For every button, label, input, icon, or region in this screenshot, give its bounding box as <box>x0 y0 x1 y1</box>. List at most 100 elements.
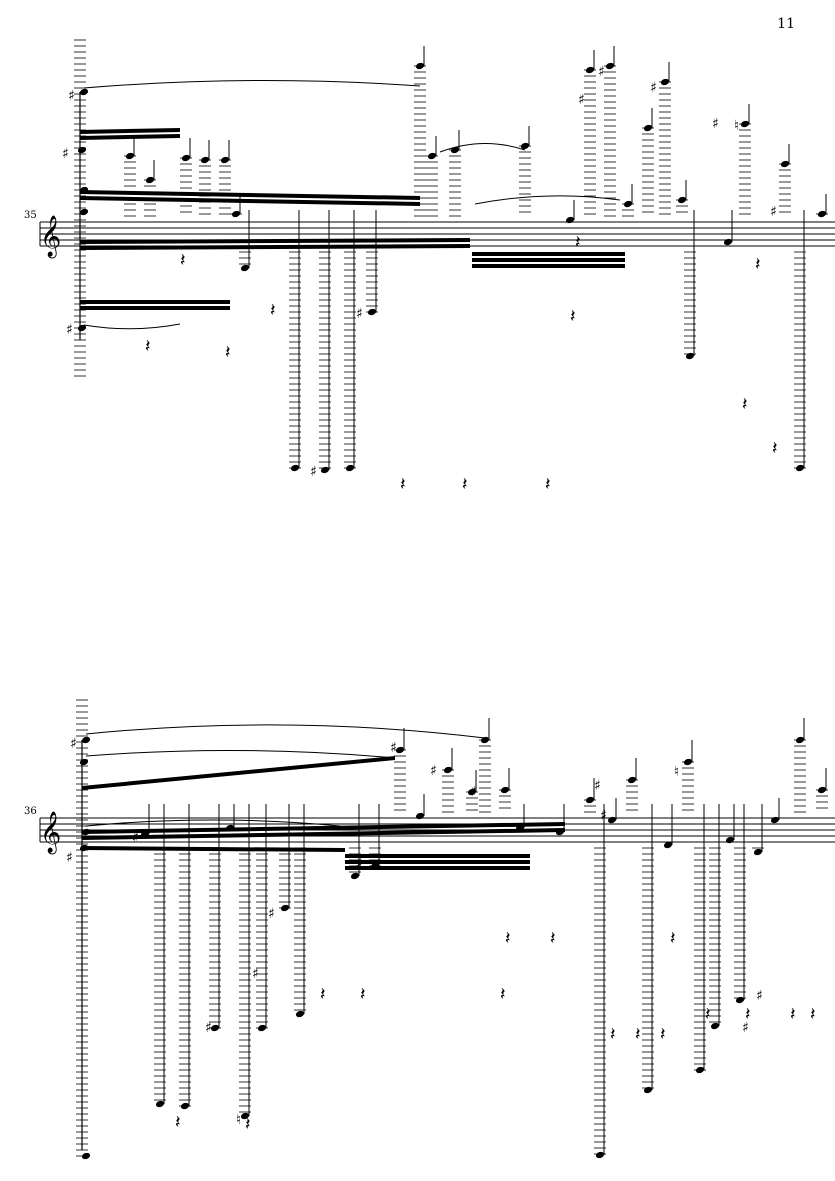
note-head <box>725 836 735 844</box>
note-head <box>81 1152 91 1160</box>
slur <box>474 195 621 205</box>
sharp-accidental: ♯ <box>712 116 719 132</box>
beam <box>82 756 395 790</box>
rest: 𝄽 <box>145 336 151 357</box>
rest: 𝄽 <box>660 1024 666 1045</box>
rest: 𝄽 <box>505 928 511 949</box>
note-head <box>643 1086 653 1094</box>
sharp-accidental: ♯ <box>756 988 763 1004</box>
note-head <box>565 216 575 224</box>
sharp-accidental: ♯ <box>70 736 77 752</box>
note-head <box>515 824 525 832</box>
sharp-accidental: ♯ <box>578 92 585 108</box>
beam <box>82 822 565 834</box>
rest: 𝄽 <box>360 984 366 1005</box>
sharp-accidental: ♯ <box>68 88 75 104</box>
rest: 𝄽 <box>742 394 748 415</box>
sharp-accidental: ♯ <box>268 906 275 922</box>
rest: 𝄽 <box>772 438 778 459</box>
rest: 𝄽 <box>755 254 761 275</box>
note-head <box>77 146 87 154</box>
beam <box>80 190 420 200</box>
rest: 𝄽 <box>225 342 231 363</box>
note-head <box>155 1100 165 1108</box>
beam <box>345 866 530 870</box>
rest: 𝄽 <box>462 474 468 495</box>
note-head <box>79 208 89 216</box>
rest: 𝄽 <box>745 1004 751 1025</box>
slur <box>85 724 486 739</box>
note-head <box>753 848 763 856</box>
slur <box>439 143 526 153</box>
beam <box>82 846 345 852</box>
sharp-accidental: ♯ <box>430 763 437 779</box>
rest: 𝄽 <box>570 306 576 327</box>
beam <box>80 300 230 304</box>
beam <box>472 252 625 256</box>
sharp-accidental: ♯ <box>594 778 601 794</box>
rest: 𝄽 <box>245 1114 251 1135</box>
beam <box>472 264 625 268</box>
page-number: 11 <box>777 16 795 32</box>
rest: 𝄽 <box>790 1004 796 1025</box>
note-head <box>607 816 617 824</box>
rest: 𝄽 <box>545 474 551 495</box>
rest: 𝄽 <box>550 928 556 949</box>
note-head <box>79 88 89 96</box>
sharp-accidental: ♯ <box>66 850 73 866</box>
sharp-accidental: ♯ <box>310 464 317 480</box>
sharp-accidental: ♯ <box>62 146 69 162</box>
beam <box>80 306 230 310</box>
rest: 𝄽 <box>575 232 581 253</box>
rest: 𝄽 <box>610 1024 616 1045</box>
beam <box>80 238 470 244</box>
note-head <box>79 758 89 766</box>
staff-36-treble-clef: 𝄞 <box>40 811 61 854</box>
note-head <box>685 352 695 360</box>
sharp-accidental: ♯ <box>252 966 259 982</box>
note-head <box>770 816 780 824</box>
slur <box>85 819 341 827</box>
sharp-accidental: ♯ <box>770 204 777 220</box>
beam <box>82 828 565 840</box>
slur <box>83 323 181 330</box>
note-head <box>723 238 733 246</box>
rest: 𝄽 <box>180 250 186 271</box>
sharp-accidental: ♯ <box>356 306 363 322</box>
sharp-accidental: ♯ <box>598 64 605 80</box>
sharp-accidental: ♯ <box>66 322 73 338</box>
beam <box>80 128 180 134</box>
staff-35-treble-clef: 𝄞 <box>40 215 61 258</box>
note-head <box>350 872 360 880</box>
slur <box>85 749 396 759</box>
note-head <box>81 736 91 744</box>
note-head <box>415 812 425 820</box>
beam <box>472 258 625 262</box>
rest: 𝄽 <box>705 1004 711 1025</box>
rest: 𝄽 <box>810 1004 816 1025</box>
rest: 𝄽 <box>270 300 276 321</box>
rest: 𝄽 <box>400 474 406 495</box>
beam <box>345 854 530 858</box>
note-head <box>663 841 673 849</box>
rest: 𝄽 <box>320 984 326 1005</box>
note-head <box>295 1010 305 1018</box>
note-head <box>320 466 330 474</box>
note-head <box>555 828 565 836</box>
slur <box>83 79 421 89</box>
rest: 𝄽 <box>670 928 676 949</box>
natural-accidental: ♮ <box>734 118 739 134</box>
rest: 𝄽 <box>500 984 506 1005</box>
beam <box>80 134 180 140</box>
note-head <box>735 996 745 1004</box>
note-head <box>240 264 250 272</box>
note-head <box>140 830 150 838</box>
natural-accidental: ♮ <box>236 1112 241 1128</box>
note-head <box>595 1151 605 1159</box>
note-head <box>710 1022 720 1030</box>
rest: 𝄽 <box>635 1024 641 1045</box>
rest: 𝄽 <box>175 1112 181 1133</box>
beam <box>345 860 530 864</box>
natural-accidental: ♮ <box>674 764 679 780</box>
